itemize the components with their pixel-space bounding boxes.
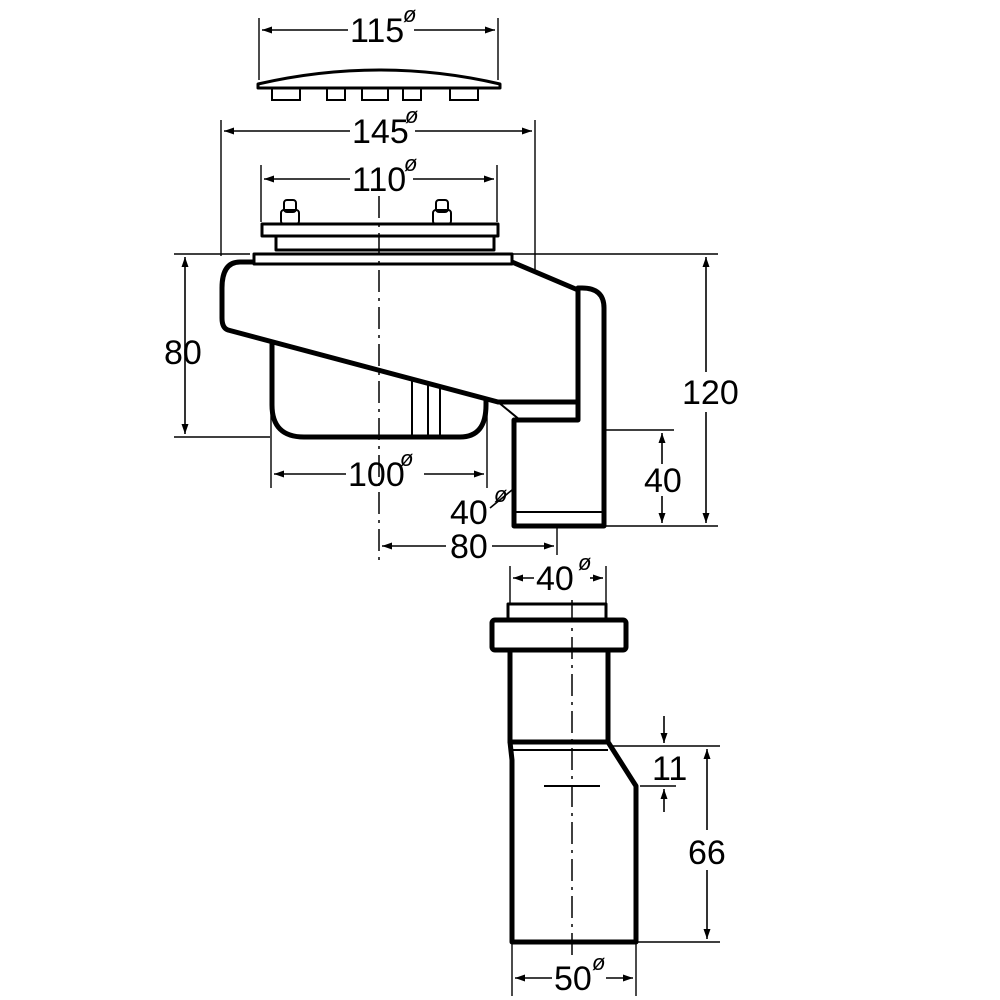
- label-adapter-inner-diameter: 40: [536, 560, 574, 598]
- drain-body: [219, 199, 607, 529]
- dim-outlet-offset: 80: [382, 526, 558, 566]
- dim-outlet-height: 40: [604, 429, 682, 523]
- label-adapter-length: 66: [688, 834, 726, 872]
- cover-peg: [402, 87, 422, 101]
- cover-peg: [449, 87, 479, 101]
- label-flange-diameter: 145: [352, 113, 409, 151]
- dim-adapter-step: 11: [608, 716, 720, 812]
- diameter-symbol: ø: [592, 950, 605, 975]
- label-outlet-offset: 80: [450, 528, 488, 566]
- label-adapter-outer-diameter: 50: [554, 960, 592, 998]
- diameter-symbol: ø: [405, 103, 418, 128]
- label-outlet-diameter: 40: [450, 494, 488, 532]
- dim-grate-diameter: 110 ø: [260, 151, 498, 222]
- label-bowl-diameter: 100: [348, 456, 405, 494]
- dim-cover-diameter: 115 ø: [258, 2, 499, 80]
- cover-peg: [361, 87, 389, 101]
- dim-adapter-outer-diameter: 50 ø: [511, 942, 637, 998]
- dim-flange-diameter: 145 ø: [220, 103, 536, 270]
- label-cover-diameter: 115: [350, 12, 404, 50]
- label-grate-diameter: 110: [352, 161, 406, 199]
- cover-plate: [256, 68, 502, 101]
- dim-body-height: 80: [164, 253, 270, 438]
- diameter-symbol: ø: [403, 2, 416, 27]
- dim-outlet-diameter: 40 ø: [450, 482, 513, 532]
- label-body-height: 80: [164, 334, 202, 372]
- dim-total-height: 120: [512, 253, 739, 527]
- cover-peg: [326, 87, 346, 101]
- diameter-symbol: ø: [404, 151, 417, 176]
- dim-bowl-diameter: 100 ø: [270, 405, 488, 494]
- label-adapter-step: 11: [652, 750, 687, 788]
- label-total-height: 120: [682, 374, 739, 412]
- bolt-left: [280, 199, 300, 225]
- pipe-adapter: [489, 602, 639, 945]
- bolt-right: [432, 199, 452, 225]
- dim-adapter-inner-diameter: 40 ø: [509, 550, 607, 604]
- label-outlet-height: 40: [644, 462, 682, 500]
- cover-peg: [271, 87, 301, 101]
- diameter-symbol: ø: [400, 446, 413, 471]
- diameter-symbol: ø: [578, 550, 591, 575]
- diameter-symbol: ø: [494, 482, 507, 507]
- dim-adapter-length: 66: [636, 749, 726, 943]
